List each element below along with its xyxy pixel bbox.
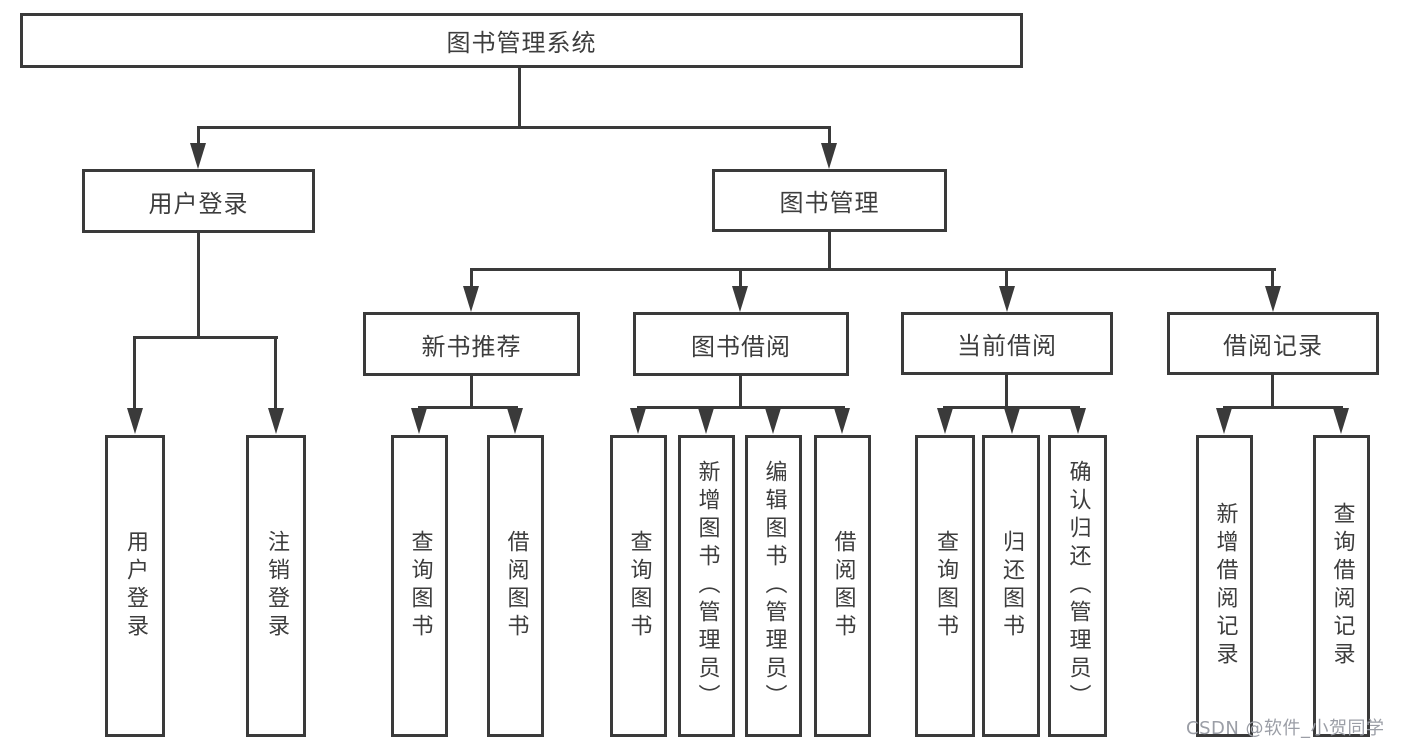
connector-new-book-bar <box>418 406 518 409</box>
node-library-system-label: 图书管理系统 <box>446 29 597 57</box>
arrowhead-to-book-borrow <box>732 286 748 312</box>
node-leaf-edit-books-admin-label: 编辑图书（管理员） <box>761 460 787 712</box>
node-leaf-return-books: 归还图书 <box>982 435 1040 737</box>
node-leaf-add-books-admin: 新增图书（管理员） <box>678 435 735 737</box>
node-leaf-add-borrow-record: 新增借阅记录 <box>1196 435 1253 737</box>
node-leaf-query-books-borrow: 查询图书 <box>610 435 667 737</box>
arrowhead-book-borrow-leaf-1 <box>630 408 646 434</box>
arrowhead-new-book-leaf-2 <box>507 408 523 434</box>
watermark: CSDN @软件_小贺同学 <box>1186 718 1385 739</box>
connector-root-drop-right <box>828 126 831 148</box>
connector-book-mgmt-stem <box>828 232 831 271</box>
node-leaf-borrow-books-recommend-label: 借阅图书 <box>503 530 529 642</box>
node-leaf-user-login: 用户登录 <box>105 435 165 737</box>
connector-root-drop-left <box>197 126 200 148</box>
node-user-login: 用户登录 <box>82 169 315 233</box>
arrowhead-to-login-leaf <box>127 408 143 434</box>
connector-user-login-drop-1 <box>133 336 136 410</box>
node-leaf-borrow-books: 借阅图书 <box>814 435 871 737</box>
connector-current-borrow-bar <box>943 406 1080 409</box>
arrowhead-borrow-records-leaf-1 <box>1216 408 1232 434</box>
arrowhead-book-borrow-leaf-2 <box>698 408 714 434</box>
node-library-system: 图书管理系统 <box>20 13 1023 68</box>
node-leaf-logout-label: 注销登录 <box>264 530 289 642</box>
connector-drop-current-borrow <box>1005 268 1008 289</box>
arrowhead-to-borrow-records <box>1265 286 1281 312</box>
node-leaf-add-books-admin-label: 新增图书（管理员） <box>694 460 720 712</box>
connector-book-mgmt-bar <box>470 268 1276 271</box>
arrowhead-to-new-book <box>463 286 479 312</box>
arrowhead-to-current-borrow <box>999 286 1015 312</box>
node-new-book-recommend-label: 新书推荐 <box>421 332 522 361</box>
node-leaf-query-books-recommend-label: 查询图书 <box>407 530 433 642</box>
node-leaf-confirm-return-admin: 确认归还（管理员） <box>1048 435 1107 737</box>
node-leaf-query-books-recommend: 查询图书 <box>391 435 448 737</box>
node-borrow-records-label: 借阅记录 <box>1223 332 1323 360</box>
arrowhead-to-logout-leaf <box>268 408 284 434</box>
arrowhead-current-borrow-leaf-1 <box>937 408 953 434</box>
arrowhead-book-borrow-leaf-4 <box>834 408 850 434</box>
node-leaf-return-books-label: 归还图书 <box>999 530 1024 642</box>
node-leaf-logout: 注销登录 <box>246 435 306 737</box>
node-book-management-label: 图书管理 <box>779 189 880 217</box>
connector-drop-new-book <box>470 268 473 289</box>
connector-user-login-bar <box>133 336 278 339</box>
arrowhead-to-book-management <box>821 143 837 169</box>
node-leaf-query-books-current-label: 查询图书 <box>933 530 958 642</box>
node-leaf-confirm-return-admin-label: 确认归还（管理员） <box>1065 460 1091 712</box>
connector-book-borrow-bar <box>637 406 845 409</box>
connector-new-book-stem <box>470 376 473 409</box>
node-book-management: 图书管理 <box>712 169 947 232</box>
node-leaf-edit-books-admin: 编辑图书（管理员） <box>745 435 802 737</box>
arrowhead-book-borrow-leaf-3 <box>765 408 781 434</box>
arrowhead-to-user-login <box>190 143 206 169</box>
node-leaf-user-login-label: 用户登录 <box>123 530 148 642</box>
node-new-book-recommend: 新书推荐 <box>363 312 580 376</box>
connector-user-login-drop-2 <box>274 336 277 410</box>
connector-drop-borrow-records <box>1271 268 1274 289</box>
node-borrow-records: 借阅记录 <box>1167 312 1379 375</box>
node-current-borrow-label: 当前借阅 <box>957 332 1057 360</box>
connector-root-stem <box>518 68 521 126</box>
connector-drop-book-borrow <box>739 268 742 289</box>
node-user-login-label: 用户登录 <box>148 189 249 218</box>
connector-root-bar <box>197 126 831 129</box>
node-leaf-query-borrow-record-label: 查询借阅记录 <box>1329 502 1355 670</box>
arrowhead-current-borrow-leaf-2 <box>1004 408 1020 434</box>
node-leaf-add-borrow-record-label: 新增借阅记录 <box>1212 502 1238 670</box>
arrowhead-current-borrow-leaf-3 <box>1070 408 1086 434</box>
connector-borrow-records-bar <box>1223 406 1343 409</box>
node-book-borrow: 图书借阅 <box>633 312 849 376</box>
connector-borrow-records-stem <box>1271 375 1274 409</box>
connector-user-login-stem <box>197 233 200 339</box>
connector-current-borrow-stem <box>1005 375 1008 409</box>
node-book-borrow-label: 图书借阅 <box>691 332 791 361</box>
node-leaf-borrow-books-recommend: 借阅图书 <box>487 435 544 737</box>
node-leaf-query-books-borrow-label: 查询图书 <box>626 530 652 642</box>
node-leaf-query-borrow-record: 查询借阅记录 <box>1313 435 1370 737</box>
node-leaf-borrow-books-label: 借阅图书 <box>830 530 856 642</box>
arrowhead-borrow-records-leaf-2 <box>1333 408 1349 434</box>
arrowhead-new-book-leaf-1 <box>411 408 427 434</box>
node-current-borrow: 当前借阅 <box>901 312 1113 375</box>
node-leaf-query-books-current: 查询图书 <box>915 435 975 737</box>
connector-book-borrow-stem <box>739 376 742 409</box>
